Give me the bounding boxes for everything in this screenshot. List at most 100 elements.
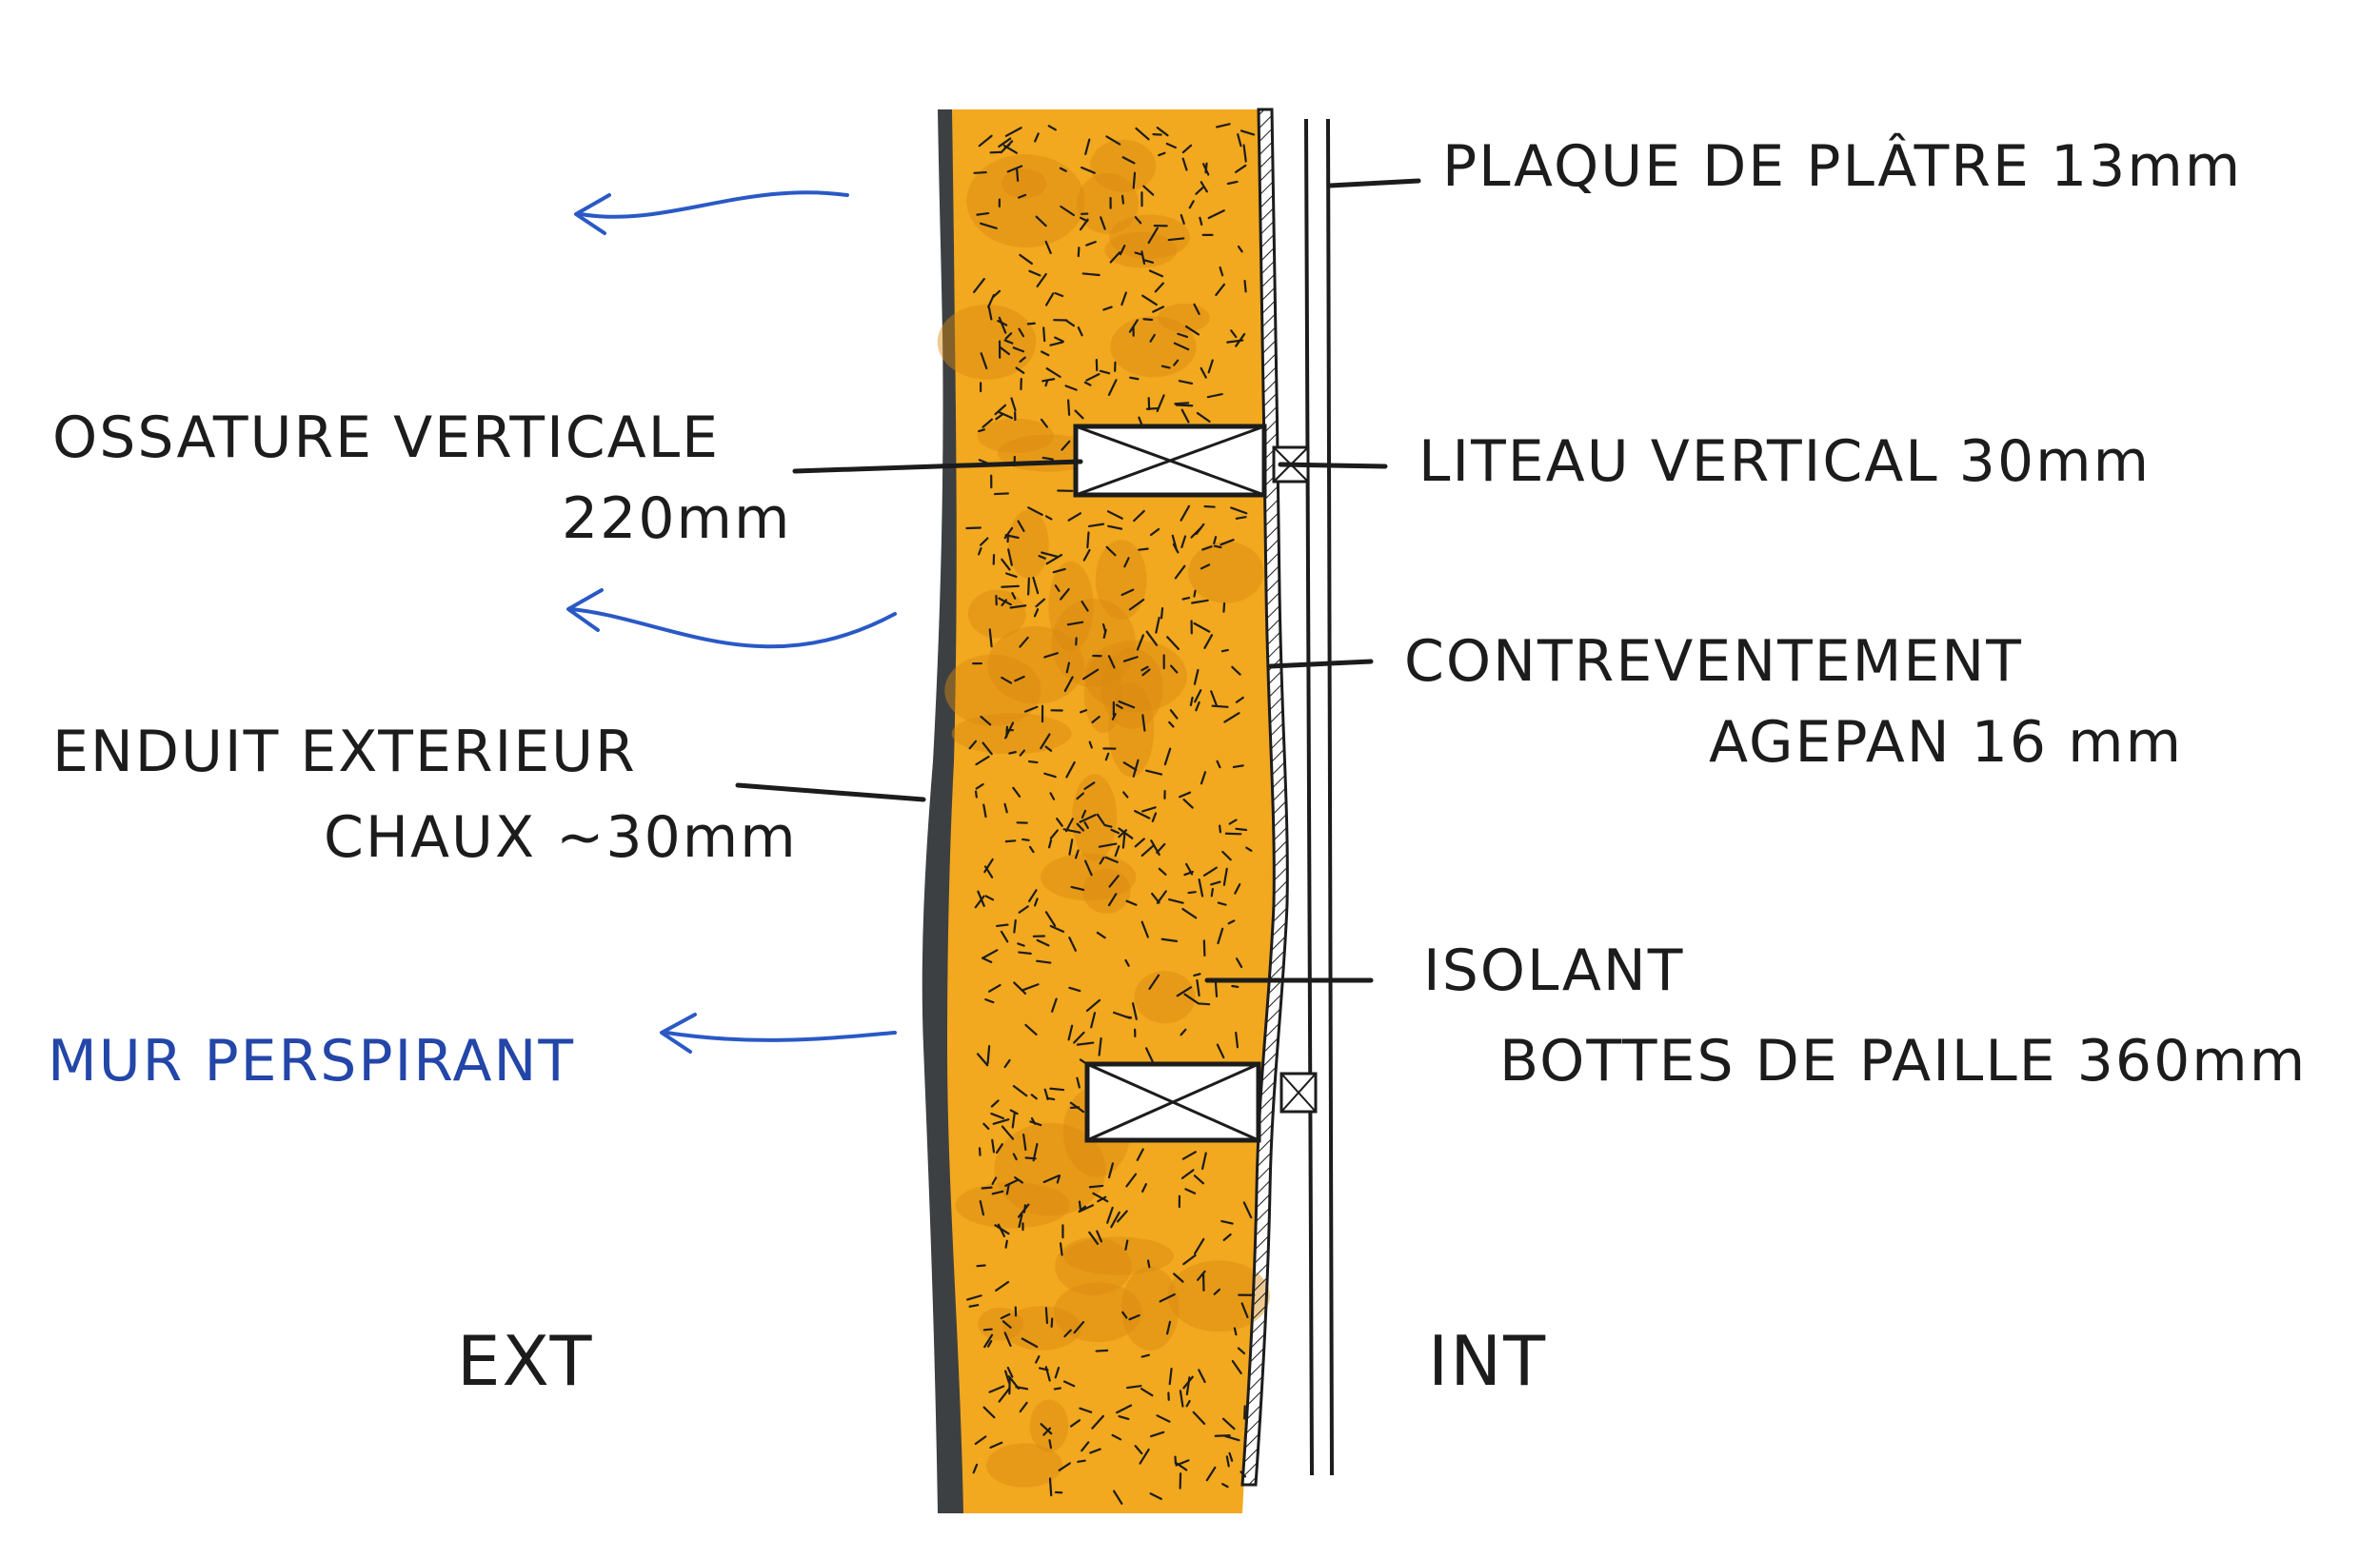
straw-fibre xyxy=(1077,247,1081,258)
straw-fibre xyxy=(1216,760,1221,769)
straw-fibre xyxy=(1214,981,1219,997)
straw-blotch xyxy=(1055,1237,1132,1295)
straw-fibre xyxy=(1019,636,1029,648)
straw-fibre xyxy=(1169,709,1179,720)
straw-fibre xyxy=(1018,951,1032,955)
straw-fibre xyxy=(1016,168,1020,182)
straw-fibre xyxy=(1111,1433,1122,1441)
straw-fibre xyxy=(1013,981,1027,995)
straw-fibre xyxy=(1021,838,1030,841)
straw-fibre xyxy=(1136,634,1144,651)
straw-fibre xyxy=(1134,251,1143,256)
straw-blotch xyxy=(1090,139,1157,192)
straw-blotch xyxy=(967,589,1026,639)
straw-fibre xyxy=(1107,1162,1115,1179)
straw-fibre xyxy=(1181,144,1193,154)
straw-fibre xyxy=(1242,1201,1253,1219)
straw-fibre xyxy=(1210,690,1218,706)
straw-fibre xyxy=(1105,135,1121,146)
straw-fibre xyxy=(1222,602,1226,613)
straw-fibre xyxy=(1065,319,1076,327)
straw-fibre xyxy=(1010,397,1017,412)
straw-fibre xyxy=(1003,802,1008,814)
straw-fibre xyxy=(1213,536,1218,545)
straw-fibre xyxy=(1158,151,1166,157)
straw-fibre xyxy=(1213,544,1222,549)
straw-blotch xyxy=(1076,172,1139,234)
straw-fibre xyxy=(983,865,994,878)
straw-blotch xyxy=(1040,853,1137,901)
straw-fibre xyxy=(1139,1448,1150,1465)
straw-fibre xyxy=(1049,341,1064,346)
moisture-arrow-middle xyxy=(566,588,897,649)
straw-fibre xyxy=(998,316,1007,334)
straw-fibre xyxy=(1081,809,1087,819)
straw-fibre xyxy=(1042,1174,1060,1184)
straw-fibre xyxy=(1101,623,1107,633)
straw-fibre xyxy=(1091,1414,1104,1430)
straw-fibre xyxy=(1004,1239,1008,1249)
straw-fibre xyxy=(1180,1169,1195,1179)
straw-fibre xyxy=(1131,1002,1138,1020)
straw-fibre xyxy=(1182,798,1194,809)
straw-fibre xyxy=(1033,898,1039,907)
straw-fibre xyxy=(1175,404,1194,407)
straw-fibre xyxy=(1134,1445,1143,1455)
straw-fibre xyxy=(1049,829,1059,839)
straw-fibre xyxy=(1242,144,1247,163)
label-liteau: LITEAU VERTICAL 30mm xyxy=(1418,428,2151,495)
straw-fibre xyxy=(1234,164,1247,173)
straw-fibre xyxy=(1140,1353,1150,1358)
straw-fibre xyxy=(1189,696,1194,707)
straw-blotch xyxy=(1167,1260,1270,1332)
straw-fibre xyxy=(1012,1153,1018,1161)
straw-fibre xyxy=(1240,129,1256,136)
straw-fibre xyxy=(1118,700,1136,709)
straw-fibre xyxy=(1180,504,1191,522)
label-contrev-line1: CONTREVENTEMENT xyxy=(1404,628,2023,695)
straw-fibre xyxy=(1237,245,1243,253)
straw-blotch xyxy=(977,418,1054,454)
straw-fibre xyxy=(1012,786,1021,798)
straw-fibre xyxy=(1181,907,1198,919)
straw-fibre xyxy=(1158,867,1167,876)
straw-fibre xyxy=(1019,356,1026,364)
straw-fibre xyxy=(1007,1375,1021,1391)
straw-fibre xyxy=(1237,1347,1246,1355)
straw-fibre xyxy=(1121,588,1135,597)
straw-fibre xyxy=(1124,958,1130,967)
straw-fibre xyxy=(1073,1031,1085,1044)
straw-fibre xyxy=(1081,166,1096,174)
straw-fibre xyxy=(1202,163,1210,176)
straw-fibre xyxy=(1226,180,1239,186)
straw-fibre xyxy=(1083,781,1096,790)
straw-fibre xyxy=(1107,524,1123,530)
label-plaque: PLAQUE DE PLÂTRE 13mm xyxy=(1442,132,2242,200)
straw-fibre xyxy=(1219,266,1224,277)
straw-fibre xyxy=(979,222,998,229)
straw-fibre xyxy=(975,782,984,790)
straw-fibre xyxy=(1141,668,1151,677)
straw-fibre xyxy=(1180,1028,1187,1036)
straw-fibre xyxy=(1017,193,1027,199)
straw-fibre xyxy=(1190,526,1202,539)
straw-fibre xyxy=(1027,577,1030,596)
straw-blotch xyxy=(955,1182,1071,1229)
straw-blotch xyxy=(1082,868,1131,914)
straw-fibre xyxy=(992,1118,1010,1125)
straw-fibre xyxy=(1060,587,1070,601)
straw-fibre xyxy=(1149,1492,1162,1500)
straw-fibre xyxy=(1044,515,1053,521)
straw-fibre xyxy=(1012,346,1025,353)
straw-fibre xyxy=(1199,216,1203,227)
straw-fibre xyxy=(1123,1015,1133,1019)
straw-fibre xyxy=(1138,547,1149,551)
straw-fibre xyxy=(977,547,982,556)
straw-fibre xyxy=(988,628,993,648)
straw-fibre xyxy=(1066,621,1084,626)
straw-fibre xyxy=(1121,1311,1128,1319)
straw-fibre xyxy=(978,428,986,433)
straw-fibre xyxy=(1231,1359,1242,1374)
straw-fibre xyxy=(1140,920,1149,938)
label-int: INT xyxy=(1428,1321,1547,1401)
